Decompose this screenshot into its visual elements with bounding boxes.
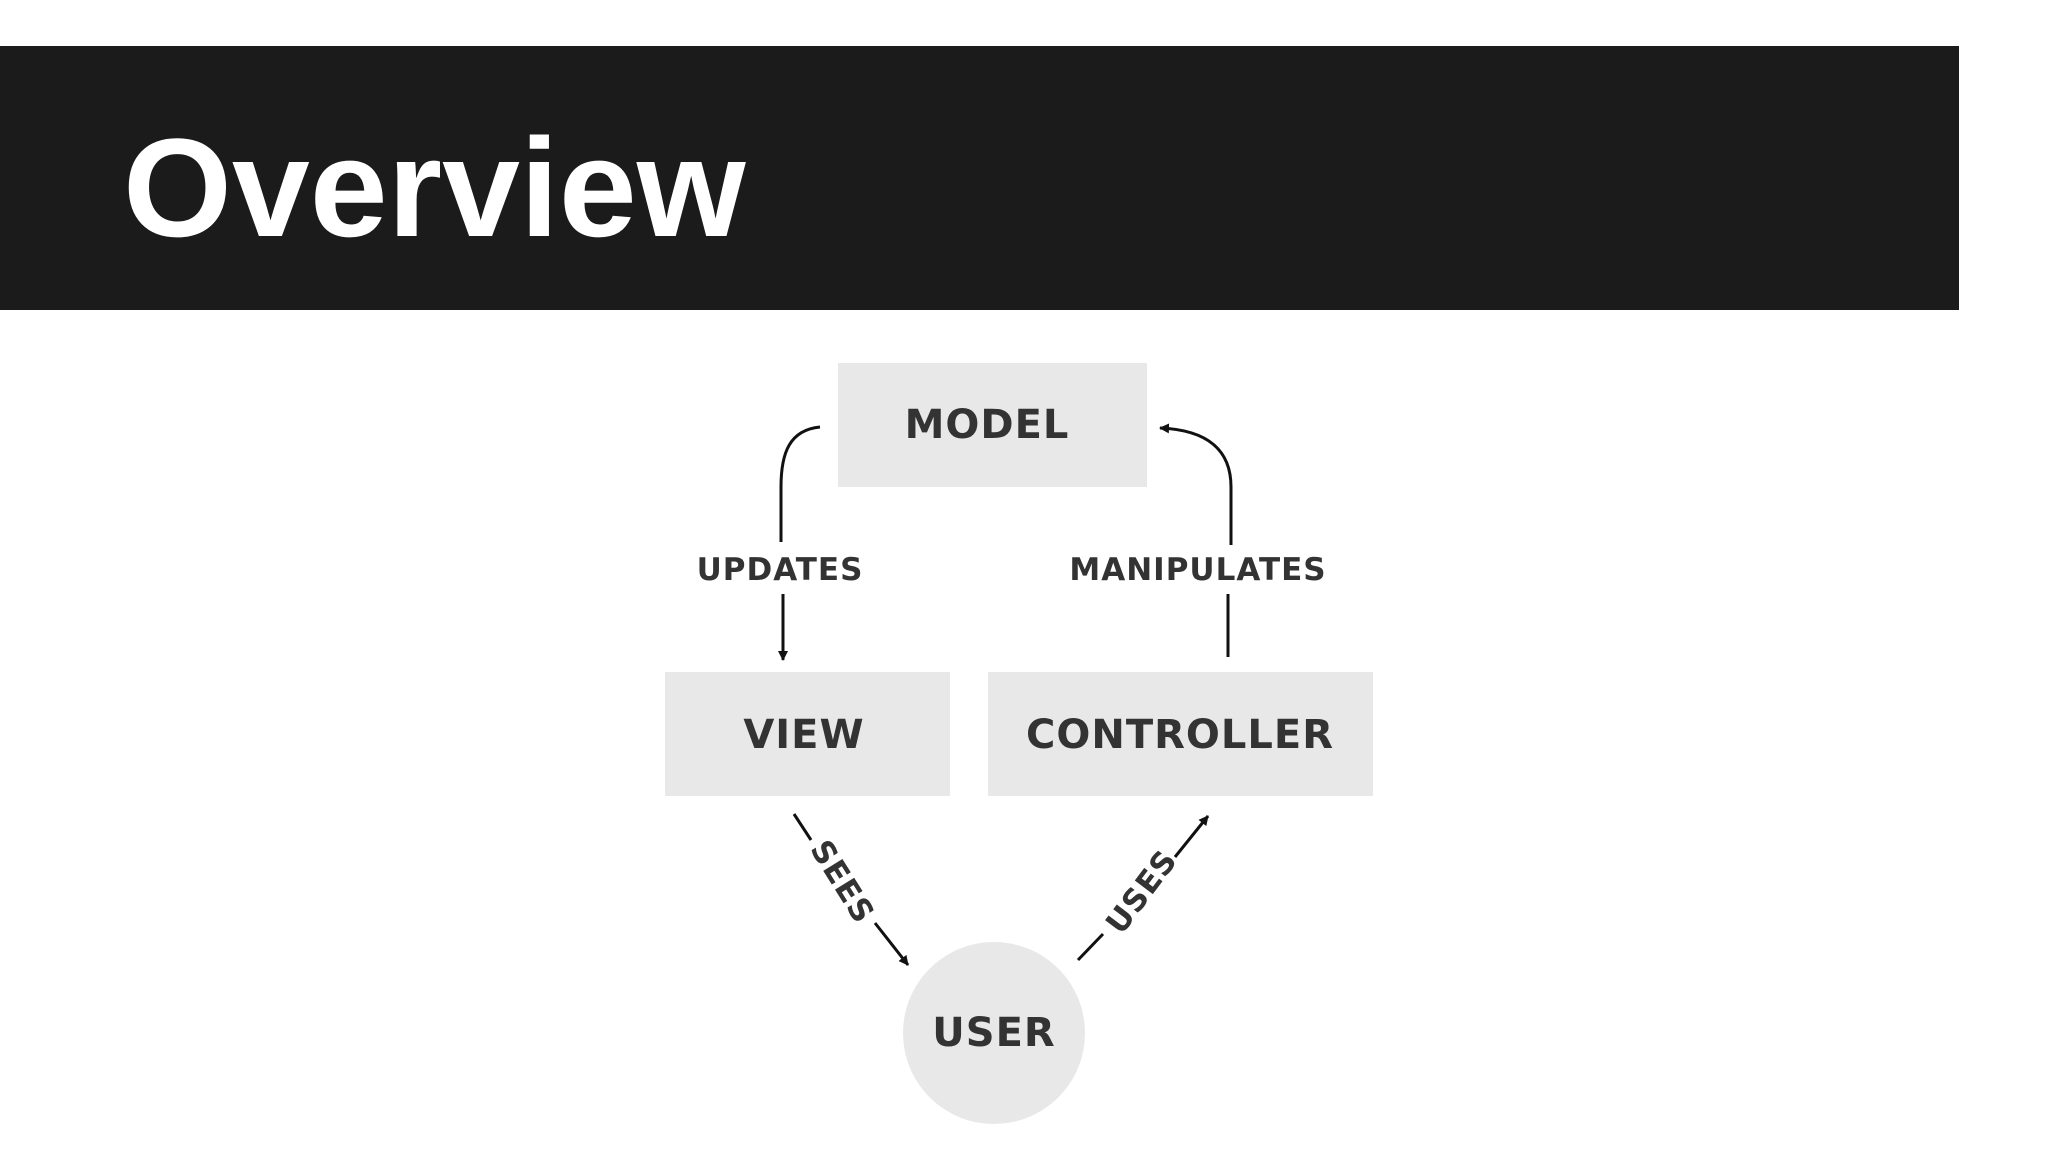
sees-arrow bbox=[873, 922, 910, 966]
controller-label: CONTROLLER bbox=[1026, 712, 1334, 758]
uses-edge: USES bbox=[1076, 815, 1210, 962]
slide-title: Overview bbox=[123, 109, 746, 266]
updates-connector bbox=[779, 425, 821, 542]
manipulates-label: MANIPULATES bbox=[1069, 552, 1326, 588]
view-label: VIEW bbox=[743, 712, 864, 758]
uses-arrow bbox=[1173, 815, 1210, 858]
uses-label: USES bbox=[1099, 843, 1185, 941]
updates-label: UPDATES bbox=[697, 552, 864, 588]
sees-connector bbox=[792, 813, 813, 841]
user-label: USER bbox=[932, 1010, 1055, 1056]
controller-box bbox=[988, 672, 1373, 796]
sees-edge: SEES bbox=[792, 813, 910, 966]
sees-label: SEES bbox=[803, 834, 882, 930]
user-node: USER bbox=[903, 942, 1085, 1124]
view-box bbox=[665, 672, 950, 796]
updates-edge: UPDATES bbox=[697, 425, 864, 661]
view-node: VIEW bbox=[665, 672, 950, 796]
title-bar bbox=[0, 46, 1959, 310]
manipulates-arrow bbox=[1159, 423, 1233, 545]
model-node: MODEL bbox=[838, 363, 1147, 487]
manipulates-edge: MANIPULATES bbox=[1069, 423, 1326, 657]
uses-connector bbox=[1076, 932, 1105, 962]
model-box bbox=[838, 363, 1147, 487]
user-circle bbox=[903, 942, 1085, 1124]
model-label: MODEL bbox=[905, 402, 1070, 448]
controller-node: CONTROLLER bbox=[988, 672, 1373, 796]
